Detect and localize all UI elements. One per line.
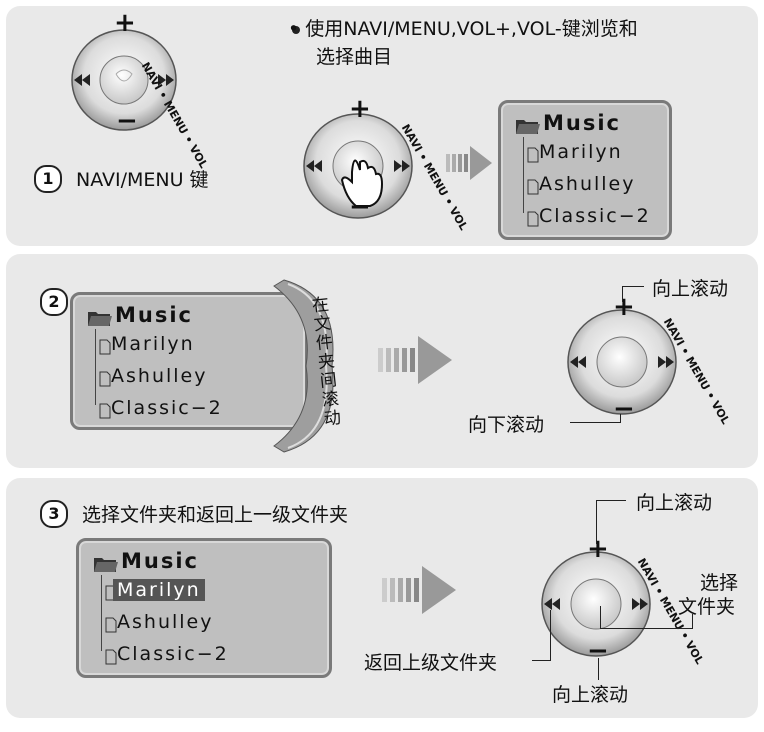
select-folder-label-line2: 文件夹 (678, 596, 736, 618)
leader-line (570, 422, 620, 423)
leader-line (620, 414, 621, 423)
lcd-file-item: Classic−2 (111, 397, 223, 419)
leader-line (596, 500, 626, 501)
folder-icon (94, 558, 118, 572)
lcd-file-item-selected: Marilyn (113, 579, 205, 601)
leader-line (622, 286, 644, 287)
lcd-file-item: Marilyn (539, 141, 623, 163)
leader-line (600, 628, 692, 629)
file-icon (105, 649, 117, 665)
leader-line (622, 286, 623, 302)
scroll-down-label: 向上滚动 (552, 684, 629, 706)
knob-plus-sign: + (613, 292, 635, 322)
bullet-dot (292, 26, 300, 34)
tree-line (523, 137, 534, 213)
scroll-down-label: 向下滚动 (468, 414, 545, 436)
selected-highlight: Marilyn (113, 579, 205, 601)
file-icon (527, 211, 539, 227)
folder-icon (88, 312, 112, 326)
navi-knob-small (71, 29, 177, 131)
panel1-instruction-line1: • 使用NAVI/MENU,VOL+,VOL-键浏览和 (288, 18, 638, 40)
flow-arrow (378, 336, 452, 384)
knob-plus-sign: + (587, 534, 609, 564)
scroll-banner (273, 279, 334, 453)
flow-arrow (446, 146, 492, 180)
navi-knob (567, 309, 677, 415)
lcd-screen-3: Music Marilyn Ashulley Classic−2 (76, 538, 332, 678)
panel1-instruction-line2: 选择曲目 (316, 46, 393, 68)
tree-line (101, 575, 112, 651)
lcd-screen-1: Music Marilyn Ashulley Classic−2 (498, 100, 672, 240)
leader-line (532, 660, 550, 661)
knob-minus-sign: − (587, 636, 609, 666)
panel3-title: 选择文件夹和返回上一级文件夹 (82, 504, 349, 526)
lcd-folder-title: Music (115, 303, 193, 327)
lcd-folder-title: Music (121, 549, 199, 573)
flow-arrow (382, 566, 456, 614)
knob-minus-sign: − (349, 192, 371, 222)
knob-plus-sign: + (114, 8, 136, 38)
knob-minus-sign: − (116, 106, 138, 136)
knob-plus-sign: + (349, 94, 371, 124)
leader-line (598, 658, 599, 680)
lcd-file-item: Ashulley (117, 611, 214, 633)
lcd-file-item: Classic−2 (117, 643, 229, 665)
panel1-step-label: NAVI/MENU 键 (76, 169, 209, 191)
leader-line (596, 500, 597, 544)
scroll-up-label: 向上滚动 (652, 278, 729, 300)
file-icon (527, 147, 539, 163)
leader-line (692, 614, 693, 629)
step-number-1: 1 (34, 165, 62, 193)
step-number-3: 3 (40, 500, 68, 528)
step-number-2: 2 (40, 288, 68, 316)
file-icon (99, 339, 111, 355)
folder-icon (516, 120, 540, 134)
knob-minus-sign: − (613, 394, 635, 424)
file-icon (99, 403, 111, 419)
file-icon (105, 617, 117, 633)
navi-knob (541, 551, 651, 657)
lcd-file-item: Classic−2 (539, 205, 651, 227)
lcd-folder-title: Music (543, 111, 621, 135)
navi-knob-press (303, 113, 413, 219)
tree-line (95, 329, 106, 405)
leader-line (550, 610, 551, 661)
select-folder-label-line1: 选择 (700, 572, 739, 594)
lcd-screen-2: Music Marilyn Ashulley Classic−2 (70, 292, 308, 430)
leader-line (600, 606, 601, 628)
lcd-file-item: Ashulley (111, 365, 208, 387)
back-folder-label: 返回上级文件夹 (364, 652, 498, 674)
lcd-file-item: Ashulley (539, 173, 636, 195)
lcd-file-item: Marilyn (111, 333, 195, 355)
file-icon (527, 179, 539, 195)
file-icon (99, 371, 111, 387)
scroll-up-label: 向上滚动 (636, 492, 713, 514)
